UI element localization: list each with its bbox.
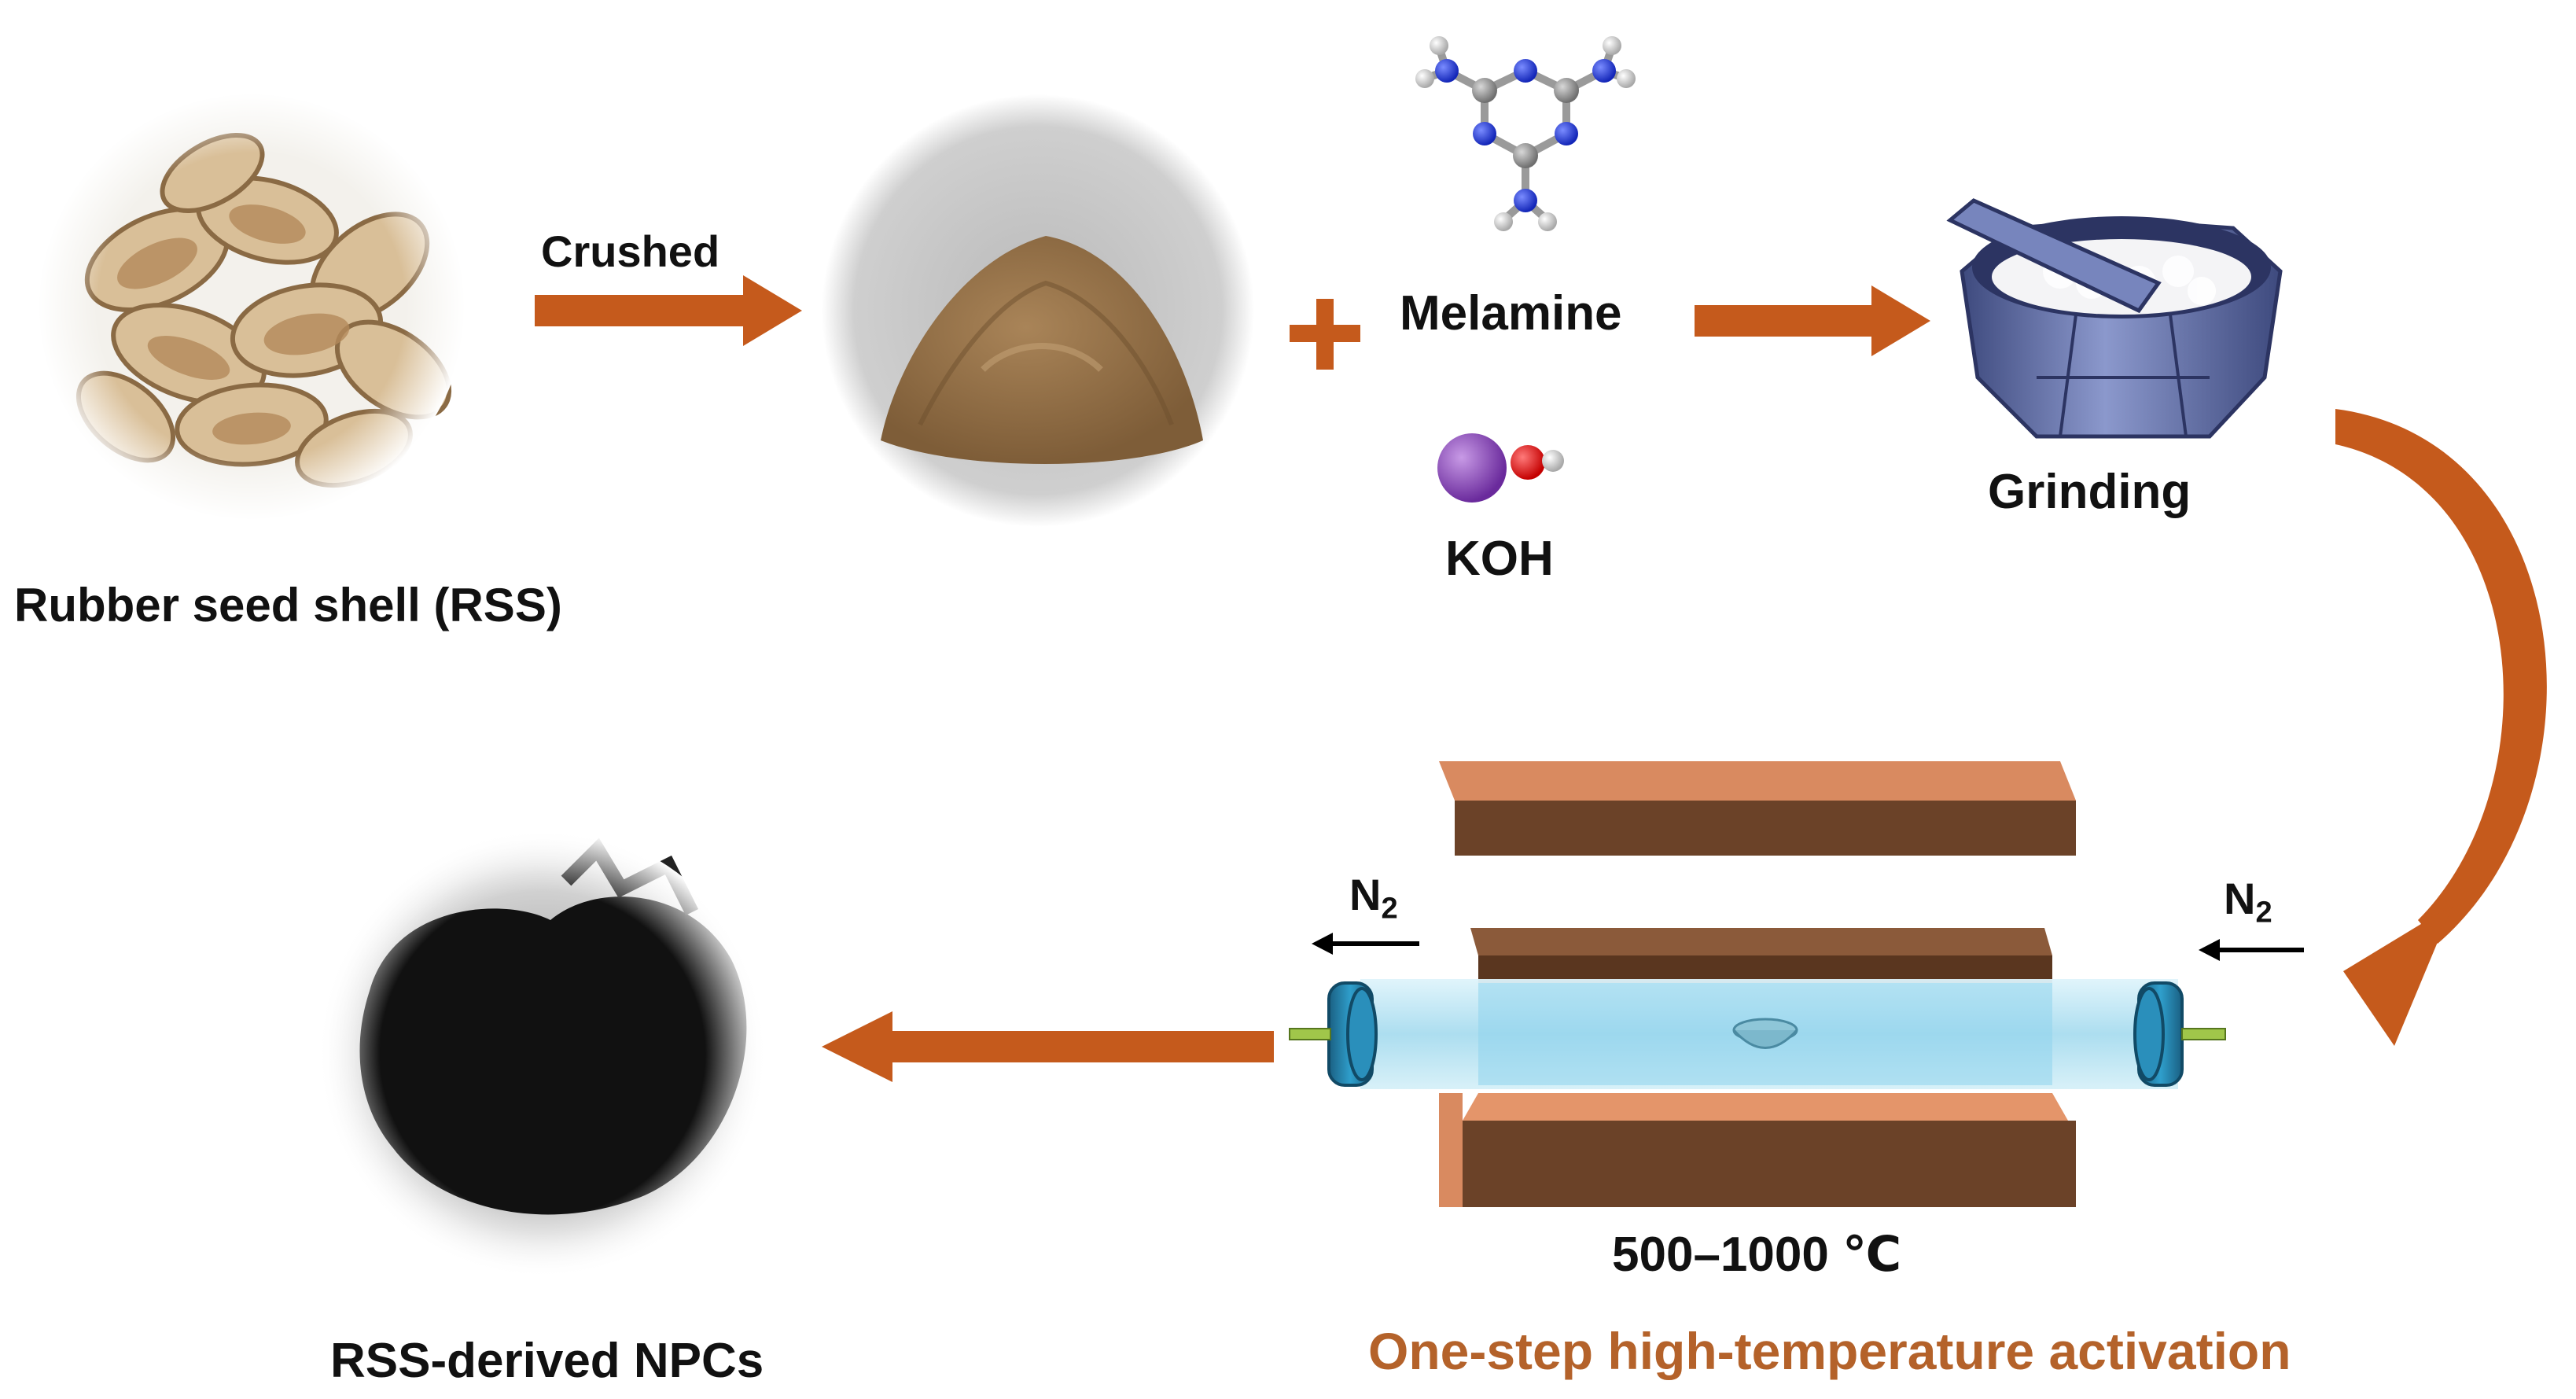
grinding-arrow	[1695, 285, 1930, 356]
n2-inlet-arrow	[2199, 939, 2304, 961]
n2-outlet-arrow	[1312, 933, 1419, 955]
plus-icon	[1290, 299, 1360, 370]
product-arrow	[822, 1011, 1274, 1082]
koh-molecule	[1437, 433, 1564, 503]
melamine-label: Melamine	[1400, 286, 1622, 341]
crushed-arrow	[535, 275, 802, 346]
n2-outlet-label: N2	[1349, 870, 1398, 926]
curved-arrow	[2335, 409, 2547, 1046]
rss-label: Rubber seed shell (RSS)	[14, 579, 562, 631]
npc-carbon-image	[317, 828, 768, 1279]
crushed-label: Crushed	[541, 226, 720, 276]
tube-furnace	[1289, 761, 2226, 1207]
melamine-molecule	[1415, 36, 1636, 231]
rss-shells-image	[38, 93, 466, 521]
rss-powder-image	[822, 94, 1254, 527]
mortar-pestle-image	[1946, 198, 2283, 439]
temperature-label: 500–1000 ℃	[1612, 1228, 1902, 1282]
activation-label: One-step high-temperature activation	[1368, 1322, 2291, 1380]
grinding-label: Grinding	[1988, 465, 2191, 519]
n2-inlet-label: N2	[2224, 874, 2272, 930]
koh-label: KOH	[1445, 532, 1554, 586]
product-label: RSS-derived NPCs	[330, 1334, 764, 1388]
